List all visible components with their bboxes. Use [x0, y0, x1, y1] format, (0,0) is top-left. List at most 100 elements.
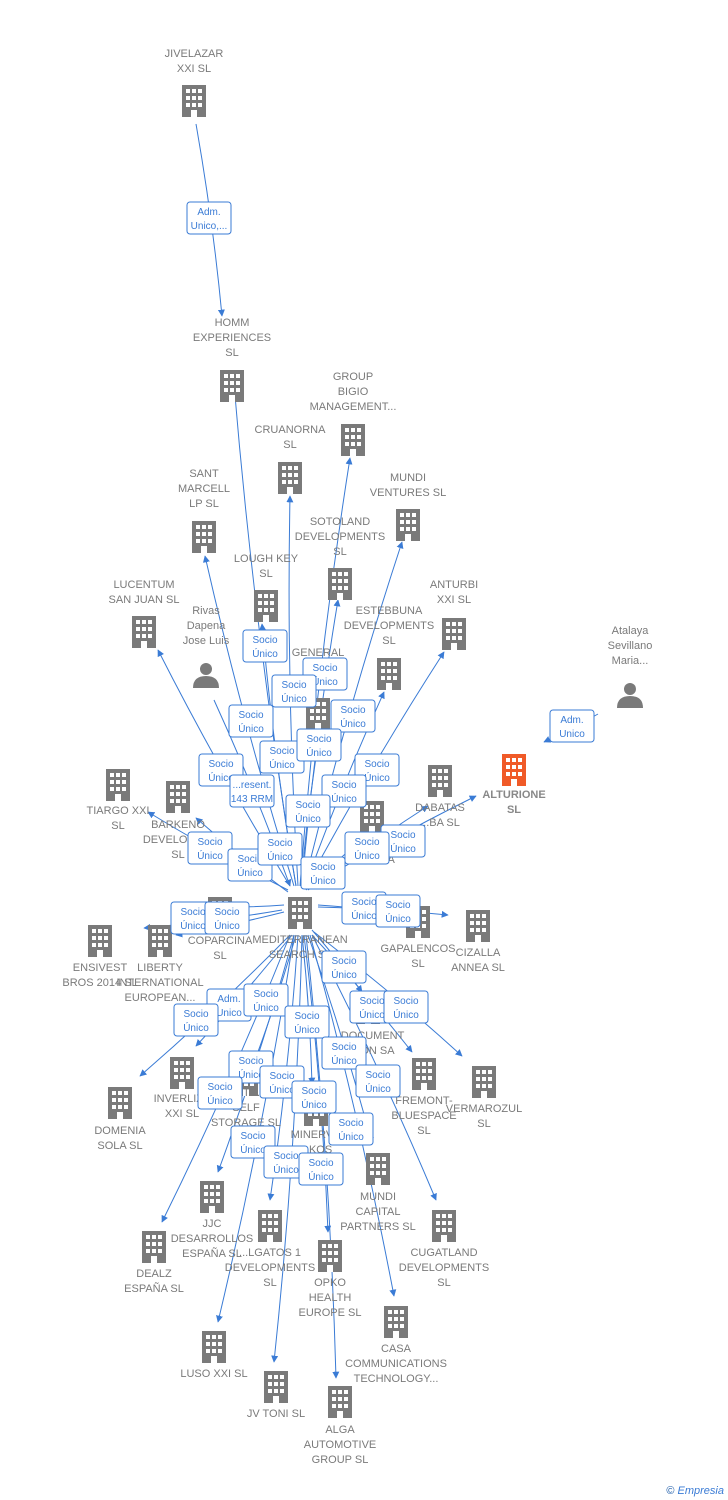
building-icon: [318, 1240, 342, 1272]
edge-label-box: [296, 728, 342, 762]
building-icon: [148, 925, 172, 957]
node-luso[interactable]: LUSO XXI SL: [180, 1331, 248, 1380]
node-dabatas[interactable]: DABATAS...BA SL: [415, 765, 465, 829]
node-label-line: VENTURES SL: [370, 487, 446, 499]
edge-label-line: Socio: [385, 900, 410, 911]
node-label-line: MUNDI: [360, 1191, 396, 1203]
edge-label-box: [186, 201, 232, 235]
node-label-line: Jose Luis: [183, 635, 230, 647]
edge-relation-label[interactable]: Adm.Unico: [549, 709, 595, 743]
brand-logo[interactable]: Empresia: [677, 1485, 724, 1497]
node-label-line: DEVELOPMENTS: [344, 620, 434, 632]
edge-relation-label[interactable]: ...resent.143 RRM: [229, 774, 275, 808]
node-jv_toni[interactable]: JV TONI SL: [247, 1371, 305, 1420]
edge-label-line: Único: [240, 1143, 266, 1156]
node-label-line: ...BA SL: [420, 817, 460, 829]
edge-relation-label[interactable]: Adm.Unico,...: [186, 201, 232, 235]
node-label-line: OPKO: [314, 1277, 346, 1289]
edge-label-line: Socio: [331, 1042, 356, 1053]
node-label-line: TECHNOLOGY...: [354, 1373, 439, 1385]
node-label-line: DEVELOPMENTS: [225, 1262, 315, 1274]
edge-label-line: Socio: [267, 838, 292, 849]
edge-label-line: Socio: [312, 663, 337, 674]
node-label-line: SOTOLAND: [310, 516, 370, 528]
edge-label-box: [242, 629, 288, 663]
person-icon: [193, 663, 219, 688]
edge-label-box: [298, 1152, 344, 1186]
node-label-line: JV TONI SL: [247, 1408, 305, 1420]
node-label-line: Rivas: [192, 605, 220, 617]
edge-label-line: Único: [208, 771, 234, 784]
